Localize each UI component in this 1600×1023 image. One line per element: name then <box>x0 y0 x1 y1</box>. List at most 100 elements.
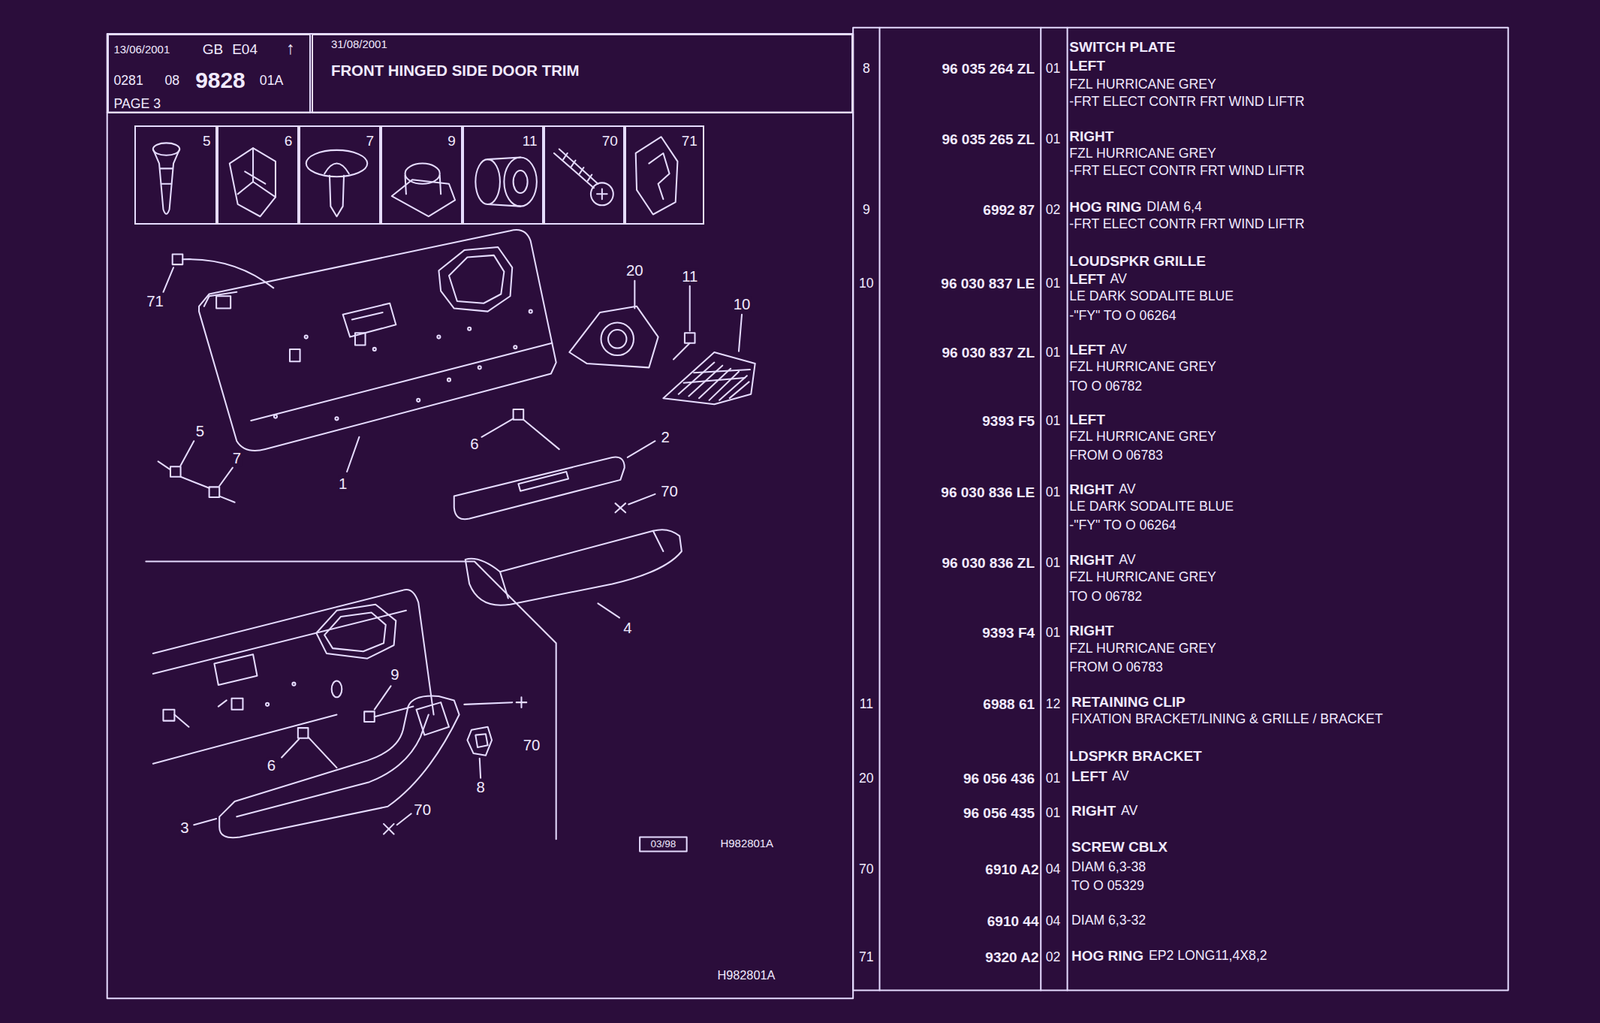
header-cell: 13/06/2001GBE04↑028108982801APAGE 3 <box>107 33 312 114</box>
part-description: FROM O 06783 <box>1069 660 1164 675</box>
header-text: 13/06/2001 <box>113 43 170 55</box>
part-heading: HOG RING <box>1069 199 1142 214</box>
part-description: TO O 05329 <box>1071 879 1145 893</box>
part-heading: RIGHT <box>1071 804 1116 819</box>
date-box <box>639 837 688 852</box>
part-heading: LOUDSPKR GRILLE <box>1069 253 1206 269</box>
ref-number: 11 <box>859 697 874 712</box>
part-description: AV <box>1120 804 1138 819</box>
callout-number: 8 <box>475 779 486 795</box>
part-number: 96 030 836 LE <box>940 485 1035 501</box>
part-description: FZL HURRICANE GREY <box>1069 78 1217 92</box>
quantity: 01 <box>1045 626 1061 640</box>
part-description: FZL HURRICANE GREY <box>1069 642 1217 657</box>
part-description: TO O 06782 <box>1069 590 1142 604</box>
ref-number: 20 <box>858 771 874 786</box>
ref-number: 8 <box>862 63 871 77</box>
icon-box: 71 <box>624 125 705 225</box>
part-heading: SCREW CBLX <box>1071 840 1168 855</box>
callout-number: 6 <box>266 757 277 773</box>
part-description: -"FY" TO O 06264 <box>1069 309 1176 323</box>
part-heading: LDSPKR BRACKET <box>1069 749 1202 764</box>
part-description: FZL HURRICANE GREY <box>1069 430 1217 444</box>
header-cell: 31/08/2001FRONT HINGED SIDE DOOR TRIM <box>311 33 854 114</box>
part-description: AV <box>1118 483 1136 498</box>
icon-box: 6 <box>216 125 299 225</box>
quantity: 02 <box>1045 950 1061 965</box>
part-heading: RIGHT <box>1069 623 1114 638</box>
header-text: E04 <box>232 42 258 57</box>
quantity: 01 <box>1045 486 1061 501</box>
icon-clip-71 <box>635 136 678 214</box>
callout-number: 1 <box>337 476 348 492</box>
icon-clip-9 <box>391 163 455 217</box>
quantity: 01 <box>1045 771 1061 786</box>
part-description: FZL HURRICANE GREY <box>1069 360 1217 374</box>
part-heading: RIGHT <box>1069 129 1114 145</box>
part-description: FIXATION BRACKET/LINING & GRILLE / BRACK… <box>1071 712 1384 727</box>
callout-number: 9 <box>447 134 456 149</box>
table-frame <box>852 27 1509 991</box>
part-number: 6910 44 <box>987 914 1040 929</box>
switch-plate <box>454 457 625 520</box>
icon-clip-6 <box>229 147 276 217</box>
armrest <box>465 529 682 606</box>
part-description: FZL HURRICANE GREY <box>1069 147 1217 161</box>
callout-number: 5 <box>202 134 211 149</box>
quantity: 01 <box>1045 277 1061 291</box>
header-text: 0281 <box>113 74 143 88</box>
part-number: 6988 61 <box>982 696 1035 712</box>
part-description: DIAM 6,4 <box>1146 200 1203 214</box>
part-description: LE DARK SODALITE BLUE <box>1069 290 1234 305</box>
door-panel-lower <box>153 589 434 764</box>
part-description: AV <box>1111 769 1129 784</box>
quantity: 01 <box>1045 63 1061 77</box>
icon-box: 9 <box>380 125 463 225</box>
part-number: 9393 F5 <box>982 414 1035 429</box>
part-description: AV <box>1118 553 1136 567</box>
quantity: 12 <box>1045 697 1061 712</box>
ref-number: 70 <box>858 862 874 877</box>
part-heading: LEFT <box>1069 272 1106 287</box>
view-divider <box>145 561 556 840</box>
part-heading: LEFT <box>1069 343 1106 358</box>
icon-box: 7 <box>298 125 381 225</box>
callout-number: 70 <box>412 801 432 817</box>
callout-number: 20 <box>625 262 645 278</box>
callout-number: 9 <box>389 666 400 682</box>
icon-box: 70 <box>543 125 624 225</box>
header-text: FRONT HINGED SIDE DOOR TRIM <box>331 63 580 79</box>
callout-number: 7 <box>232 450 242 466</box>
column-rule <box>1039 27 1042 991</box>
part-heading: RETAINING CLIP <box>1071 695 1186 710</box>
icon-clip-5 <box>153 142 180 214</box>
part-heading: RIGHT <box>1069 482 1114 498</box>
part-number: 6992 87 <box>982 202 1035 217</box>
icon-clip-11 <box>475 156 537 206</box>
callout-number: 5 <box>195 422 205 438</box>
quantity: 01 <box>1045 132 1061 147</box>
callout-number: 6 <box>284 134 293 149</box>
part-description: FZL HURRICANE GREY <box>1069 570 1217 585</box>
door-panel-1 <box>198 229 557 451</box>
column-rule <box>1066 27 1069 991</box>
part-description: -"FY" TO O 06264 <box>1069 518 1176 533</box>
part-description: AV <box>1110 273 1127 287</box>
ref-number: 10 <box>858 277 874 291</box>
callout-number: 70 <box>659 483 679 499</box>
drawing-ref: H982801A <box>717 968 775 981</box>
header-text: 31/08/2001 <box>331 39 388 51</box>
part-number: 96 056 436 <box>963 771 1035 786</box>
part-description: LE DARK SODALITE BLUE <box>1069 500 1234 515</box>
part-description: -FRT ELECT CONTR FRT WIND LIFTR <box>1069 95 1305 109</box>
icon-clip-7 <box>306 150 368 217</box>
quantity: 04 <box>1045 914 1061 929</box>
part-description: DIAM 6,3-38 <box>1071 860 1146 874</box>
part-number: 96 035 265 ZL <box>941 132 1035 148</box>
speaker-grille <box>662 352 755 404</box>
part-description: FROM O 06783 <box>1069 449 1164 464</box>
header-text: GB <box>202 42 223 57</box>
column-rule <box>878 27 880 991</box>
part-description: -FRT ELECT CONTR FRT WIND LIFTR <box>1069 164 1305 178</box>
